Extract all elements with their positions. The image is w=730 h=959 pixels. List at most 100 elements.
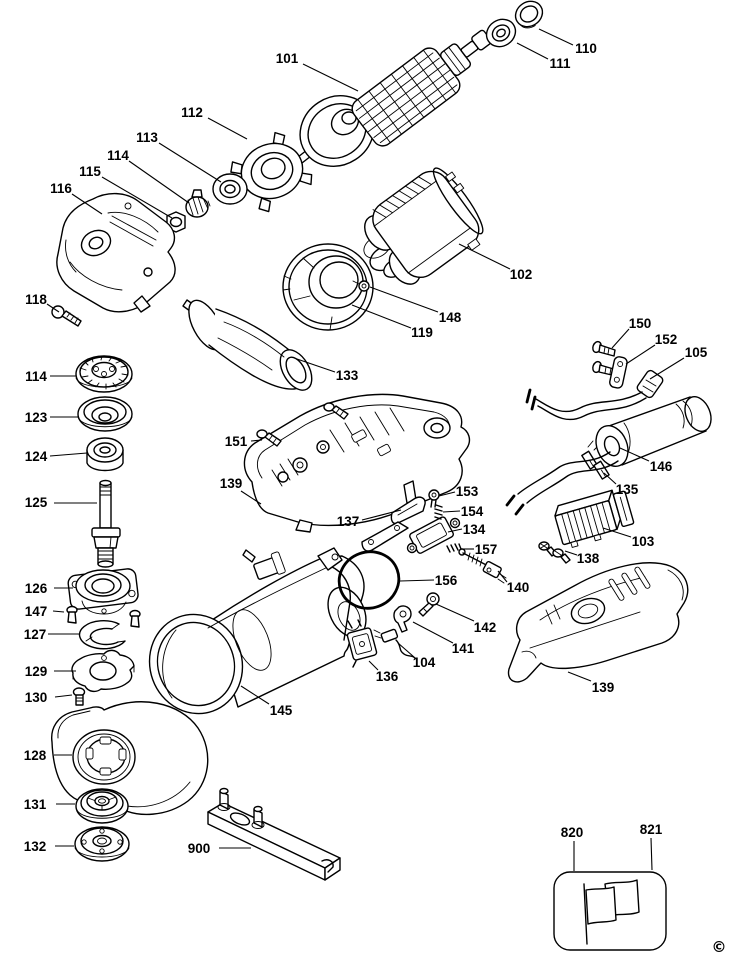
part-label-114-2: 114: [25, 369, 47, 384]
labels-layer: 1011101111121131141151161021481191181141…: [24, 28, 708, 871]
part-label-129: 129: [25, 664, 48, 679]
pinion-114-drawing: [185, 189, 211, 218]
switch-housing-134-drawing: [361, 516, 461, 554]
part-label-104: 104: [413, 655, 436, 670]
side-handle-133-drawing: [182, 299, 313, 391]
leader-line-134: [447, 528, 463, 533]
leader-line-154: [442, 510, 461, 513]
bearing-113-drawing: [212, 173, 248, 205]
part-label-113: 113: [136, 130, 158, 145]
leader-line-146: [619, 447, 650, 462]
part-label-153-5: 153: [456, 484, 479, 499]
part-label-111: 111: [549, 56, 571, 71]
screw-130-drawing: [72, 687, 86, 706]
clamp-plate-152-drawing: [609, 356, 628, 389]
part-label-134: 134: [463, 522, 486, 537]
part-label-139: 139: [220, 476, 243, 491]
part-label-116: 116: [50, 181, 72, 196]
lock-plate-129-drawing: [71, 649, 135, 693]
part-label-115: 115: [79, 164, 101, 179]
part-label-123: 123: [25, 410, 48, 425]
leader-line-110: [538, 28, 574, 46]
part-label-146: 146: [650, 459, 673, 474]
label-flag-box-drawing: [553, 871, 667, 951]
leader-line-113: [158, 142, 222, 183]
part-label-102: 102: [510, 267, 533, 282]
plug-148-drawing: [352, 280, 370, 292]
fan-114-drawing: [75, 355, 133, 393]
spindle-125-drawing: [91, 479, 121, 568]
switch-136-drawing: [346, 619, 378, 668]
leader-line-142-6: [435, 603, 475, 622]
switch-block-103-drawing: [554, 489, 635, 548]
part-label-820: 820: [561, 825, 584, 840]
leader-line-119: [351, 304, 412, 329]
part-label-105: 105: [685, 345, 708, 360]
part-label-128: 128: [24, 748, 47, 763]
screws-138-drawing: [538, 541, 571, 564]
part-label-114: 114: [107, 148, 129, 163]
part-label-135: 135: [616, 482, 639, 497]
part-label-124-2: 124: [25, 449, 48, 464]
part-label-148: 148: [439, 310, 462, 325]
screw-153-drawing: [428, 489, 440, 508]
leader-line-135: [603, 472, 617, 485]
part-label-900: 900: [188, 841, 211, 856]
copyright-symbol: ©: [712, 938, 727, 956]
spanner-900-drawing: [207, 787, 341, 881]
ring-110-drawing: [514, 0, 544, 29]
spring-154-drawing: [434, 504, 443, 520]
part-label-138-7: 138: [577, 551, 600, 566]
leader-line-118: [46, 303, 60, 313]
leader-line-124-2: [49, 452, 88, 457]
part-label-140: 140: [507, 580, 530, 595]
part-label-145: 145: [270, 703, 293, 718]
bearing-124-drawing: [86, 437, 124, 472]
part-label-154: 154: [461, 504, 484, 519]
part-label-131: 131: [24, 797, 47, 812]
fan-baffle-119-drawing: [282, 243, 374, 331]
part-label-139-2: 139: [592, 680, 615, 695]
part-label-103: 103: [632, 534, 655, 549]
screws-151-drawing: [256, 402, 349, 447]
part-label-821-2: 821: [640, 822, 663, 837]
leader-line-150-8: [611, 328, 630, 349]
part-label-142-6: 142: [474, 620, 497, 635]
washer-123-drawing: [77, 396, 133, 432]
leader-line-153-5: [438, 491, 456, 497]
leader-line-152: [625, 344, 656, 365]
cordset-105-drawing: [505, 369, 664, 516]
part-label-130-3: 130: [25, 690, 48, 705]
leader-line-102: [458, 243, 511, 270]
screw-118-drawing: [51, 305, 82, 327]
leader-line-116: [71, 193, 103, 215]
guard-128-drawing: [51, 701, 209, 816]
part-label-119: 119: [411, 325, 433, 340]
part-label-141: 141: [452, 641, 475, 656]
leader-line-151-4: [250, 439, 263, 442]
part-label-151-4: 151: [225, 434, 248, 449]
leader-line-130-3: [54, 694, 73, 698]
leader-line-137: [361, 509, 402, 521]
leader-line-139-2: [567, 671, 592, 682]
motor-housing-145-drawing: [148, 547, 367, 715]
leader-line-115: [101, 176, 173, 219]
part-label-150-8: 150: [629, 316, 652, 331]
leader-line-114: [128, 160, 190, 204]
part-label-118: 118: [25, 292, 47, 307]
leader-line-138-7: [564, 550, 578, 556]
inner-flange-131-drawing: [75, 788, 129, 824]
link-rod-140-drawing: [458, 548, 507, 584]
leader-line-101: [302, 63, 359, 92]
retaining-ring-127-drawing: [78, 620, 126, 650]
part-label-132: 132: [24, 839, 47, 854]
part-label-147-2: 147: [25, 604, 48, 619]
o-ring-156-drawing: [337, 550, 401, 610]
leader-line-105: [649, 357, 685, 380]
part-label-101: 101: [276, 51, 299, 66]
leader-line-156: [399, 579, 435, 582]
leader-line-136: [368, 660, 379, 671]
part-label-137: 137: [337, 514, 360, 529]
